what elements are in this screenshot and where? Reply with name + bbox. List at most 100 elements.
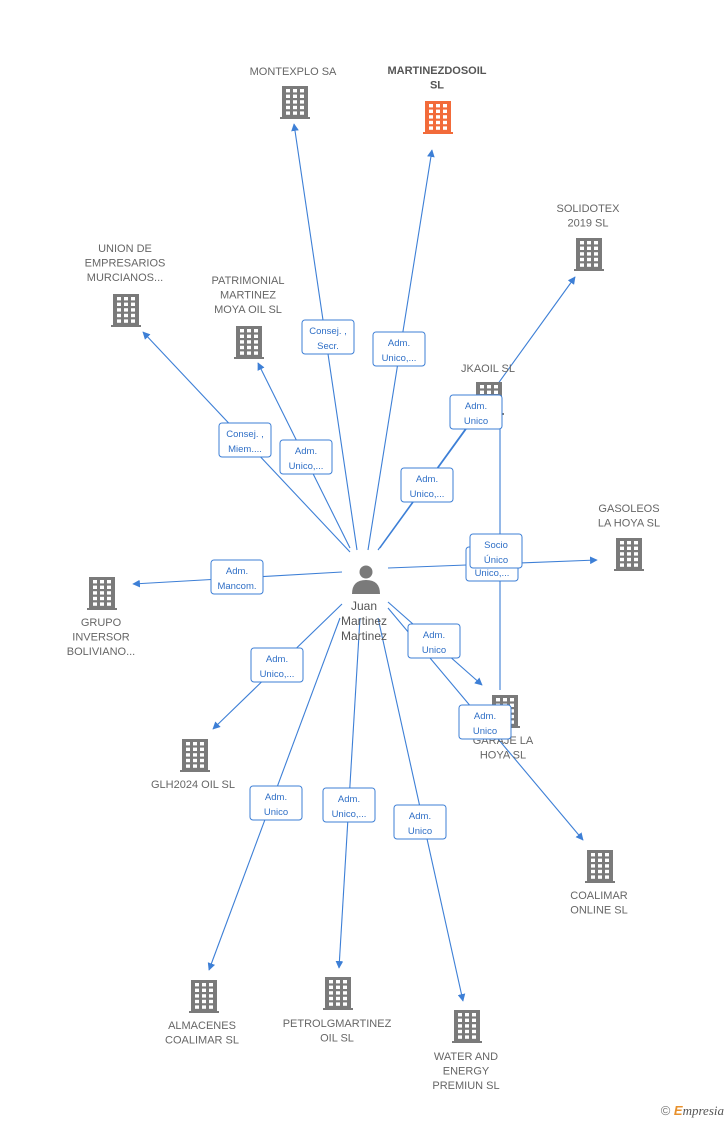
role-text: Unico [473, 726, 497, 737]
company-label: 2019 SL [568, 218, 609, 230]
nodes-layer: MONTEXPLO SA MARTINEZDOSOIL SL SOLIDOTEX 201… [67, 65, 660, 1092]
company-label: MOYA OIL SL [214, 304, 282, 316]
company-node-martinezdosoil[interactable]: MARTINEZDOSOIL SL [388, 65, 487, 134]
building-icon [180, 739, 210, 772]
building-icon [189, 980, 219, 1013]
company-node-almacenes[interactable]: ALMACENES COALIMAR SL [165, 980, 239, 1047]
building-icon [234, 326, 264, 359]
company-label: BOLIVIANO... [67, 646, 135, 658]
person-label: Martinez [341, 614, 387, 628]
company-node-gasoleos[interactable]: GASOLEOS LA HOYA SL [598, 503, 660, 571]
role-label-patrimonial[interactable]: Adm. Unico,... [279, 439, 333, 475]
building-icon [452, 1010, 482, 1043]
role-label-union[interactable]: Consej. , Miem.... [218, 422, 272, 458]
role-label-martinezdosoil[interactable]: Adm.Unico,... [372, 331, 426, 367]
role-text: Miem.... [228, 444, 262, 455]
role-text: Unico,... [260, 669, 295, 680]
role-label-solidotex[interactable]: Adm. Unico,... [400, 467, 454, 503]
role-label-petrolg[interactable]: Adm. Unico,... [322, 787, 376, 823]
company-label: HOYA SL [480, 750, 526, 762]
edges-layer [132, 123, 598, 1002]
role-label-garaje[interactable]: Adm. Unico [407, 623, 461, 659]
company-label: GRUPO [81, 617, 122, 629]
company-label: SOLIDOTEX [557, 203, 621, 215]
building-icon [574, 238, 604, 271]
company-label: PATRIMONIAL [212, 275, 285, 287]
role-text: Unico,... [410, 489, 445, 500]
role-text: Consej. , [226, 429, 264, 440]
company-label: MARTINEZ [220, 290, 276, 302]
building-icon [280, 86, 310, 119]
role-text: Adm. [338, 794, 360, 805]
company-label: WATER AND [434, 1051, 498, 1063]
role-text: Unico,... [382, 353, 417, 364]
brand-initial: E [673, 1103, 683, 1118]
company-node-water[interactable]: WATER AND ENERGY PREMIUN SL [432, 1010, 500, 1092]
company-node-union[interactable]: UNION DEEMPRESARIOSMURCIANOS... [85, 243, 166, 327]
building-icon [323, 977, 353, 1010]
role-text: Unico [408, 826, 432, 837]
role-label-montexplo[interactable]: Consej. , Secr. [301, 319, 355, 355]
role-text: Secr. [317, 341, 339, 352]
role-label-almacenes[interactable]: Adm. Unico [249, 785, 303, 821]
copyright-symbol: © [660, 1103, 671, 1118]
company-label: ALMACENES [168, 1020, 236, 1032]
company-node-solidotex[interactable]: SOLIDOTEX 2019 SL [557, 203, 621, 271]
company-label: OIL SL [320, 1033, 354, 1045]
company-label: MARTINEZDOSOIL [388, 65, 487, 77]
role-text: Adm. [226, 566, 248, 577]
role-label-water[interactable]: Adm. Unico [393, 804, 447, 840]
building-icon [87, 577, 117, 610]
company-node-petrolg[interactable]: PETROLGMARTINEZ OIL SL [283, 977, 392, 1045]
role-text: Consej. , [309, 326, 347, 337]
role-text: Adm. [295, 446, 317, 457]
role-label-glh[interactable]: Adm.Unico,... [250, 647, 304, 683]
building-icon [423, 101, 453, 134]
role-text: Adm. [423, 630, 445, 641]
building-icon [111, 294, 141, 327]
role-text: Adm. [474, 711, 496, 722]
role-text: Adm. [465, 401, 487, 412]
role-text: Unico [464, 416, 488, 427]
role-text: Unico [264, 807, 288, 818]
role-label-jkaoil[interactable]: Adm. Unico [449, 394, 503, 430]
company-label: PREMIUN SL [432, 1080, 499, 1092]
company-label: LA HOYA SL [598, 518, 660, 530]
role-text: Adm. [265, 792, 287, 803]
company-node-glh[interactable]: GLH2024 OIL SL [151, 739, 235, 791]
role-label-coalimar-online[interactable]: Adm. Unico [458, 704, 512, 740]
person-label: Martinez [341, 629, 387, 643]
roles-layer: Consej. , Secr. Adm. Unico,... Adm. Unico,...… [210, 319, 523, 840]
company-label: ONLINE SL [570, 905, 627, 917]
company-label: GASOLEOS [598, 503, 659, 515]
company-label: COALIMAR SL [165, 1035, 239, 1047]
role-text: Unico [422, 645, 446, 656]
role-text: Adm. [416, 474, 438, 485]
company-node-grupo[interactable]: GRUPO INVERSOR BOLIVIANO... [67, 577, 135, 658]
role-label-grupo[interactable]: Adm. Mancom. [210, 559, 264, 595]
company-label: JKAOIL SL [461, 363, 515, 375]
role-text: Unico,... [332, 809, 367, 820]
role-text: Mancom. [217, 581, 256, 592]
company-label: GLH2024 OIL SL [151, 779, 235, 791]
company-label: INVERSOR [72, 632, 130, 644]
company-label: ENERGY [443, 1066, 490, 1078]
role-text: Socio [484, 540, 508, 551]
company-label: SL [430, 80, 444, 92]
company-label: MURCIANOS... [87, 272, 163, 284]
role-text: Adm. [409, 811, 431, 822]
company-node-patrimonial[interactable]: PATRIMONIAL MARTINEZ MOYA OIL SL [212, 275, 285, 359]
company-label: EMPRESARIOS [85, 258, 166, 270]
role-text: Unico,... [289, 461, 324, 472]
building-icon [585, 850, 615, 883]
role-text: Único [484, 555, 508, 566]
brand-name: mpresia [682, 1103, 724, 1118]
footer-brand: © Empresia [661, 1103, 724, 1119]
role-text: Unico,... [475, 568, 510, 579]
company-node-montexplo[interactable]: MONTEXPLO SA [250, 66, 337, 119]
company-label: PETROLGMARTINEZ [283, 1018, 392, 1030]
